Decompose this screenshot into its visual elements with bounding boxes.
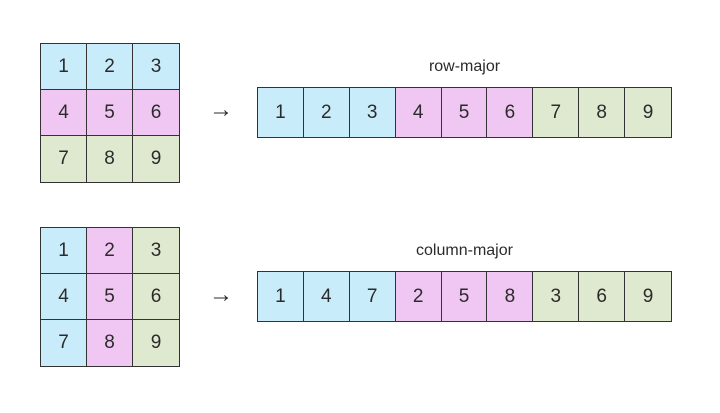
right-arrow-icon: → bbox=[209, 281, 233, 308]
grid-cell: 5 bbox=[87, 90, 133, 136]
grid-cell: 7 bbox=[41, 320, 87, 366]
array-cell: 2 bbox=[395, 272, 442, 321]
row-major-array: 1 2 3 4 5 6 7 8 9 bbox=[257, 87, 672, 138]
array-cell: 1 bbox=[258, 272, 304, 321]
grid-cell: 2 bbox=[87, 44, 133, 90]
array-cell: 9 bbox=[625, 272, 671, 321]
grid-cell: 3 bbox=[133, 228, 179, 274]
grid-cell: 9 bbox=[133, 136, 179, 182]
column-major-array: 1 4 7 2 5 8 3 6 9 bbox=[257, 271, 672, 322]
column-major-label: column-major bbox=[416, 242, 513, 259]
array-cell: 7 bbox=[533, 88, 580, 137]
row-major-source-grid: 1 2 3 4 5 6 7 8 9 bbox=[40, 43, 180, 183]
grid-cell: 5 bbox=[87, 274, 133, 320]
grid-cell: 1 bbox=[41, 228, 87, 274]
array-cell: 7 bbox=[349, 272, 396, 321]
array-cell: 6 bbox=[487, 88, 534, 137]
grid-cell: 6 bbox=[133, 90, 179, 136]
array-cell: 9 bbox=[625, 88, 671, 137]
grid-cell: 6 bbox=[133, 274, 179, 320]
array-cell: 1 bbox=[258, 88, 304, 137]
grid-cell: 1 bbox=[41, 44, 87, 90]
array-cell: 4 bbox=[303, 272, 350, 321]
right-arrow-icon: → bbox=[209, 96, 233, 123]
grid-cell: 3 bbox=[133, 44, 179, 90]
array-cell: 3 bbox=[349, 88, 396, 137]
grid-cell: 4 bbox=[41, 90, 87, 136]
grid-cell: 2 bbox=[87, 228, 133, 274]
array-cell: 8 bbox=[579, 88, 626, 137]
row-major-label: row-major bbox=[428, 58, 501, 75]
column-major-source-grid: 1 2 3 4 5 6 7 8 9 bbox=[40, 227, 180, 367]
grid-cell: 9 bbox=[133, 320, 179, 366]
array-cell: 5 bbox=[441, 88, 488, 137]
array-cell: 3 bbox=[533, 272, 580, 321]
array-cell: 6 bbox=[579, 272, 626, 321]
grid-cell: 8 bbox=[87, 136, 133, 182]
array-cell: 5 bbox=[441, 272, 488, 321]
array-cell: 2 bbox=[303, 88, 350, 137]
grid-cell: 4 bbox=[41, 274, 87, 320]
array-cell: 8 bbox=[487, 272, 534, 321]
array-cell: 4 bbox=[395, 88, 442, 137]
grid-cell: 7 bbox=[41, 136, 87, 182]
grid-cell: 8 bbox=[87, 320, 133, 366]
